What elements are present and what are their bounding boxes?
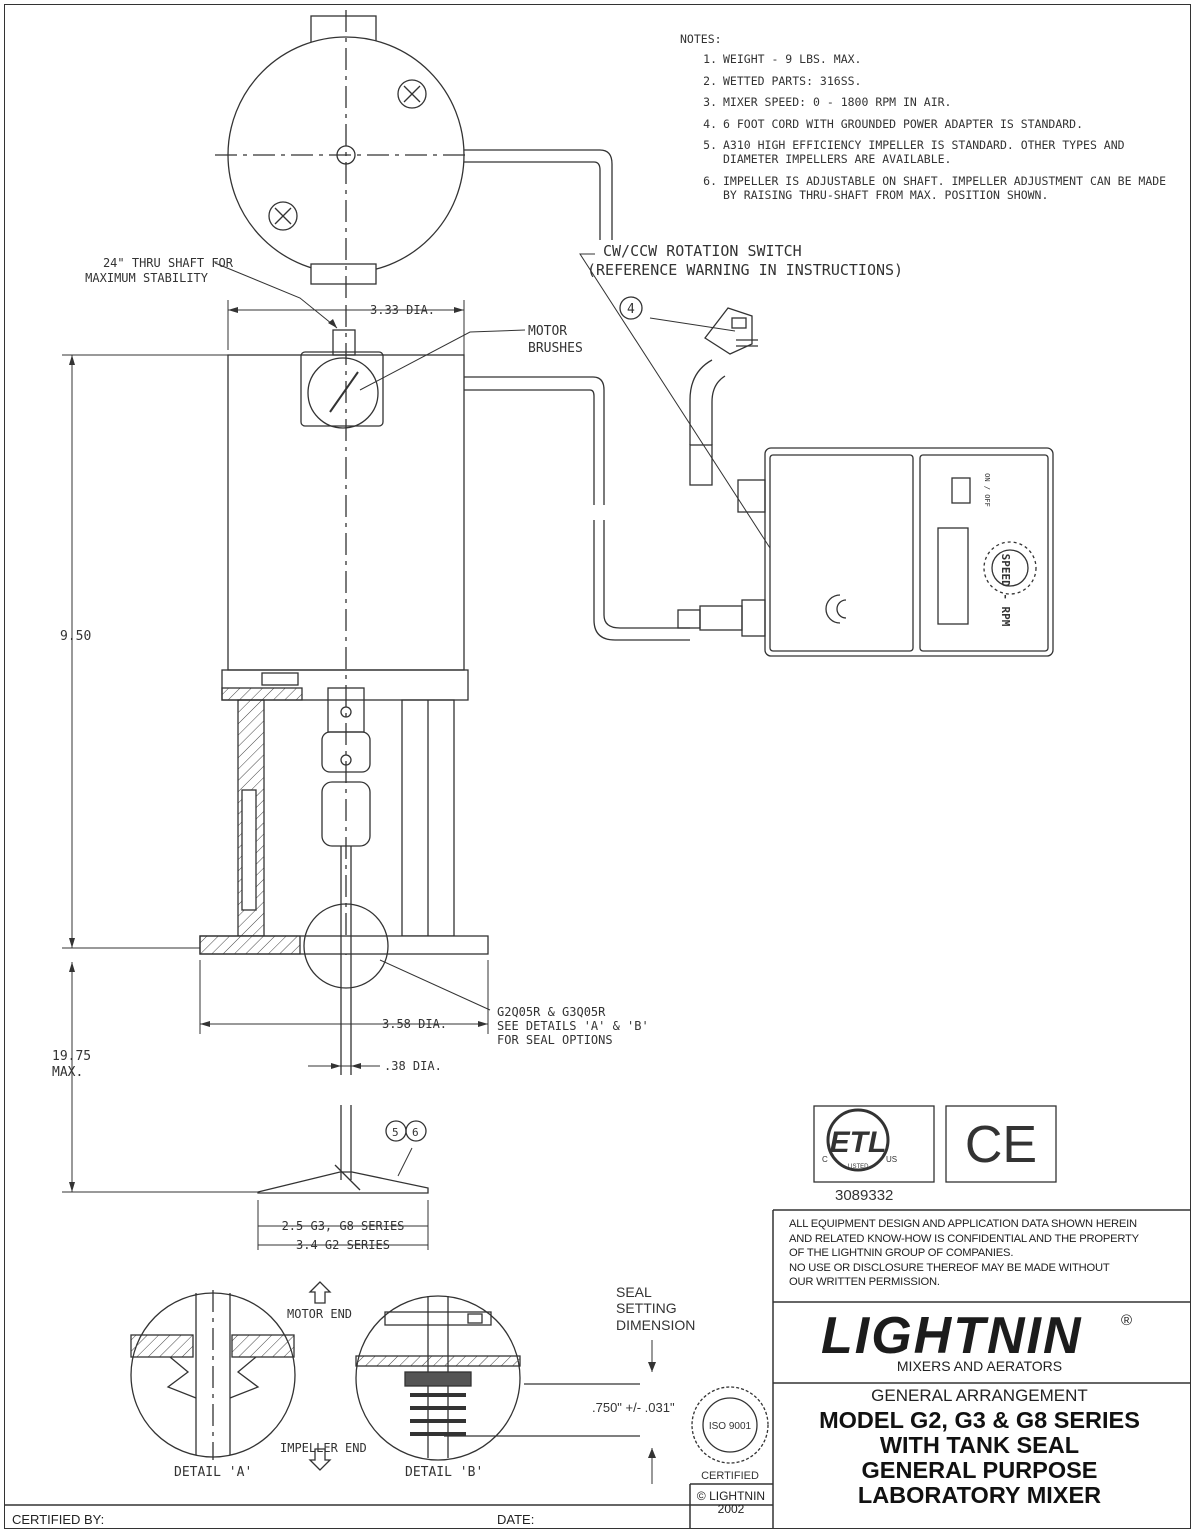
shaft-callout-line2: MAXIMUM STABILITY [85,271,209,285]
notes-header: NOTES: [680,32,722,46]
motor-dia-dimension: 3.33 DIA. [370,303,435,317]
detail-b-view [355,1295,640,1461]
brushes-callout-line2: BRUSHES [528,341,583,356]
detail-b-label: DETAIL 'B' [405,1465,483,1480]
impeller-g3g8-dimension: 2.5 G3, G8 SERIES [282,1219,405,1233]
note-item: 5.A310 HIGH EFFICIENCY IMPELLER IS STAND… [703,137,1125,167]
motor-side-view [227,305,690,955]
etl-logo-text: ETL [830,1126,887,1159]
overall-max-line1: 19.75 [52,1049,91,1064]
seal-setting-line2: SETTING [616,1300,677,1316]
note-item: 3.MIXER SPEED: 0 - 1800 RPM IN AIR. [703,95,952,110]
general-arrangement-label: GENERAL ARRANGEMENT [871,1386,1088,1405]
base-dia-dimension: 3.58 DIA. [382,1017,447,1031]
dimension-lines [62,253,771,1484]
note-item: 4.6 FOOT CORD WITH GROUNDED POWER ADAPTE… [703,116,1084,131]
copyright-notice: © LIGHTNIN 2002 [696,1489,766,1516]
shaft-dia-dimension: .38 DIA. [384,1059,442,1073]
shaft-callout-line1: 24" THRU SHAFT FOR [103,256,234,270]
direction-arrows [308,1281,332,1471]
drawing-border [4,4,1191,1529]
note-item: 1.WEIGHT - 9 LBS. MAX. [703,52,862,67]
motor-top-view [215,10,613,300]
seal-callout-line3: FOR SEAL OPTIONS [497,1033,613,1047]
detail-a-label: DETAIL 'A' [174,1465,252,1480]
seal-callout-line1: G2Q05R & G3Q05R [497,1005,606,1019]
etl-us: US [886,1155,897,1164]
confidentiality-notice: ALL EQUIPMENT DESIGN AND APPLICATION DAT… [789,1218,1139,1289]
date-label: DATE: [497,1512,535,1527]
lightnin-brand: LIGHTNIN ® MIXERS AND AERATORS [773,1306,1186,1380]
note-item: 2.WETTED PARTS: 316SS. [703,73,862,88]
motor-end-label: MOTOR END [287,1307,352,1321]
seal-callout-line2: SEE DETAILS 'A' & 'B' [497,1019,649,1033]
height-dimension: 9.50 [60,629,91,644]
etl-c: C [822,1155,828,1164]
title-block-frame [4,1209,1191,1529]
switch-callout-line2: (REFERENCE WARNING IN INSTRUCTIONS) [587,261,903,279]
note-bubble-4 [619,296,643,320]
impeller-g2-dimension: 3.4 G2 SERIES [296,1238,390,1252]
brushes-callout-line1: MOTOR [528,324,567,339]
etl-mark [813,1105,935,1183]
note6-bubble-text: 6 [412,1126,419,1139]
seal-setting-value: .750" +/- .031" [592,1400,675,1415]
iso-certified-text: CERTIFIED [701,1470,759,1482]
detail-a-view [130,1290,296,1460]
seal-setting-line1: SEAL [616,1284,652,1300]
iso-seal-text: ISO 9001 [709,1421,752,1432]
note5-bubble-text: 5 [392,1126,399,1139]
controller-onoff-label: ON / OFF [983,473,991,507]
notes-list: NOTES: 1.WEIGHT - 9 LBS. MAX. 2.WETTED P… [680,32,1185,209]
etl-listed: LISTED [847,1164,869,1170]
note4-bubble-text: 4 [627,302,635,317]
lightnin-logo: LIGHTNIN [821,1307,1083,1365]
motor-stand [199,669,489,1194]
etl-number: 3089332 [835,1187,893,1204]
impeller-end-label: IMPELLER END [280,1441,367,1455]
note-item: 6.IMPELLER IS ADJUSTABLE ON SHAFT. IMPEL… [703,173,1167,202]
switch-callout-line1: CW/CCW ROTATION SWITCH [603,242,802,260]
speed-controller [677,307,1054,657]
registered-mark: ® [1121,1312,1133,1329]
ce-mark-text: CE [965,1116,1037,1174]
note-bubble-6 [405,1120,427,1142]
certified-by-label: CERTIFIED BY: [12,1512,105,1527]
ce-mark [945,1105,1057,1183]
brand-subtitle: MIXERS AND AERATORS [896,1358,1063,1374]
iso-seal [691,1386,769,1464]
seal-setting-line3: DIMENSION [616,1317,695,1333]
overall-max-line2: MAX. [52,1065,83,1080]
dimension-arrows [69,307,656,1458]
controller-speed-label: SPEED - RPM [999,554,1012,627]
model-title: MODEL G2, G3 & G8 SERIES WITH TANK SEAL … [819,1407,1140,1508]
